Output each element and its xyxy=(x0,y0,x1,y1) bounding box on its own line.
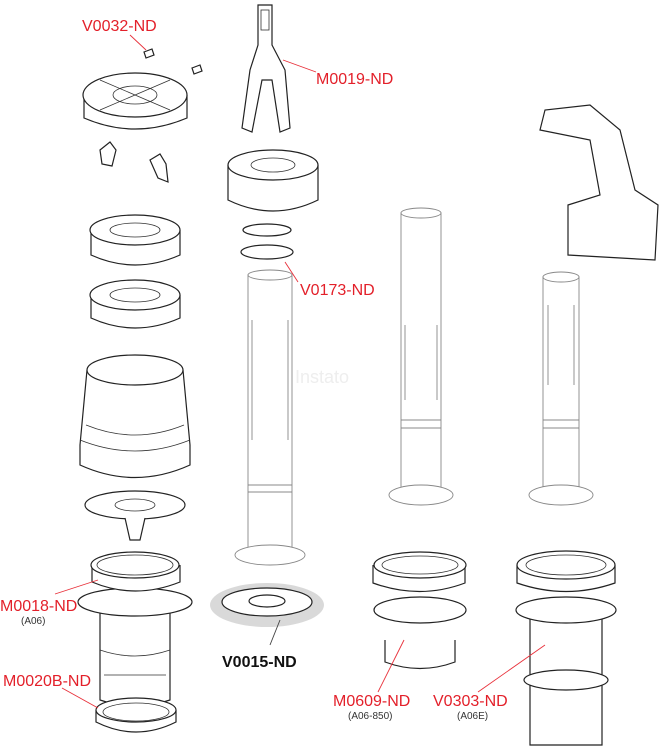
float-ring-upper xyxy=(89,214,181,266)
watermark: Instato xyxy=(295,367,349,387)
overflow-tube-3 xyxy=(528,271,594,506)
float-base-plate xyxy=(84,490,186,541)
overflow-tube-2 xyxy=(388,207,454,506)
label-v0303-variant: (A06E) xyxy=(457,711,488,722)
top-cap xyxy=(82,72,188,130)
label-v0173: V0173-ND xyxy=(300,282,375,299)
label-m0018: M0018-ND xyxy=(0,598,77,615)
screws-v0032 xyxy=(143,48,203,75)
float-cylinder xyxy=(227,149,319,212)
label-m0609: M0609-ND xyxy=(333,693,410,710)
clips xyxy=(99,141,169,183)
handle-top xyxy=(539,104,659,261)
o-rings-v0173 xyxy=(240,223,294,260)
label-v0303: V0303-ND xyxy=(433,693,508,710)
ring-m0020b xyxy=(95,697,177,733)
leader-m0020b xyxy=(61,687,99,709)
part-v0303 xyxy=(515,550,617,746)
leader-v0303 xyxy=(477,644,546,693)
leader-v0173 xyxy=(284,261,299,283)
label-v0032: V0032-ND xyxy=(82,18,157,35)
label-m0020b: M0020B-ND xyxy=(3,673,91,690)
float-ring-lower xyxy=(89,279,181,329)
part-m0609 xyxy=(372,551,467,670)
part-m0018 xyxy=(77,551,193,707)
leader-m0609 xyxy=(377,639,405,693)
label-m0609-variant: (A06-850) xyxy=(348,711,392,722)
float-body xyxy=(79,354,191,478)
leader-m0019 xyxy=(282,59,317,73)
leader-v0015 xyxy=(269,619,281,646)
leader-m0018 xyxy=(54,579,99,595)
label-m0019: M0019-ND xyxy=(316,71,393,88)
lever-m0019 xyxy=(241,4,291,133)
leader-v0032 xyxy=(129,34,147,51)
overflow-tube-main xyxy=(234,269,306,566)
washer-v0015 xyxy=(210,583,324,627)
label-v0015: V0015-ND xyxy=(222,654,297,671)
label-m0018-variant: (A06) xyxy=(21,616,45,627)
